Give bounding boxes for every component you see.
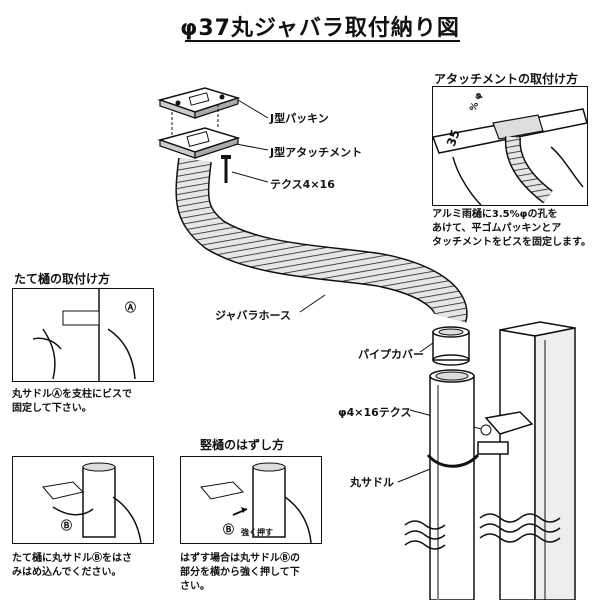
diagram-title: φ37丸ジャバラ取付納り図 xyxy=(180,16,460,41)
vertical-panel-title: たて樋の取付け方 xyxy=(14,272,111,286)
j-packing-part xyxy=(157,87,241,119)
label-pipe-cover: パイプカバー xyxy=(358,348,424,361)
attach-panel-title: アタッチメントの取付け方 xyxy=(434,72,579,86)
downpipe xyxy=(429,369,475,600)
label-tex-screw: テクス4×16 xyxy=(270,178,335,191)
tex-screw xyxy=(221,155,231,183)
vertical-panel-marker: Ⓐ xyxy=(125,301,136,314)
bottom-left-note: たて樋に丸サドルⒷをはさ みはめ込んでください。 xyxy=(12,553,132,578)
remove-panel-marker: Ⓑ xyxy=(223,523,234,536)
label-round-saddle: 丸サドル xyxy=(350,476,394,489)
remove-panel-title: 竪樋のはずし方 xyxy=(200,438,285,452)
label-j-packing: J型パッキン xyxy=(270,112,329,125)
remove-panel-push: 強く押す xyxy=(241,528,273,537)
attach-panel-note: アルミ雨樋に3.5%φの孔を あけて、平ゴムパッキンとア タッチメントをビスを固… xyxy=(432,209,591,248)
round-saddle xyxy=(426,441,509,468)
label-bellows-hose: ジャバラホース xyxy=(215,309,291,322)
vertical-panel-frame: Ⓐ xyxy=(12,288,154,382)
pipe-cover xyxy=(432,326,470,366)
attach-panel-frame: 35 % φ xyxy=(432,86,588,206)
bottom-left-marker: Ⓑ xyxy=(61,519,72,532)
label-phi4-tex: φ4×16テクス xyxy=(338,406,412,419)
vertical-panel-note: 丸サドルⒶを支柱にビスで 固定して下さい。 xyxy=(12,389,132,414)
title-underline xyxy=(185,40,460,42)
remove-panel-note: はずす場合は丸サドルⒷの 部分を横から強く押して下 さい。 xyxy=(180,553,300,592)
remove-panel-frame: Ⓑ 強く押す xyxy=(180,456,322,544)
square-post xyxy=(499,321,576,600)
post-bracket xyxy=(480,411,534,436)
label-j-attachment: J型アタッチメント xyxy=(270,146,363,159)
j-attachment-part xyxy=(157,127,241,159)
bottom-left-panel-frame: Ⓑ xyxy=(12,456,154,544)
